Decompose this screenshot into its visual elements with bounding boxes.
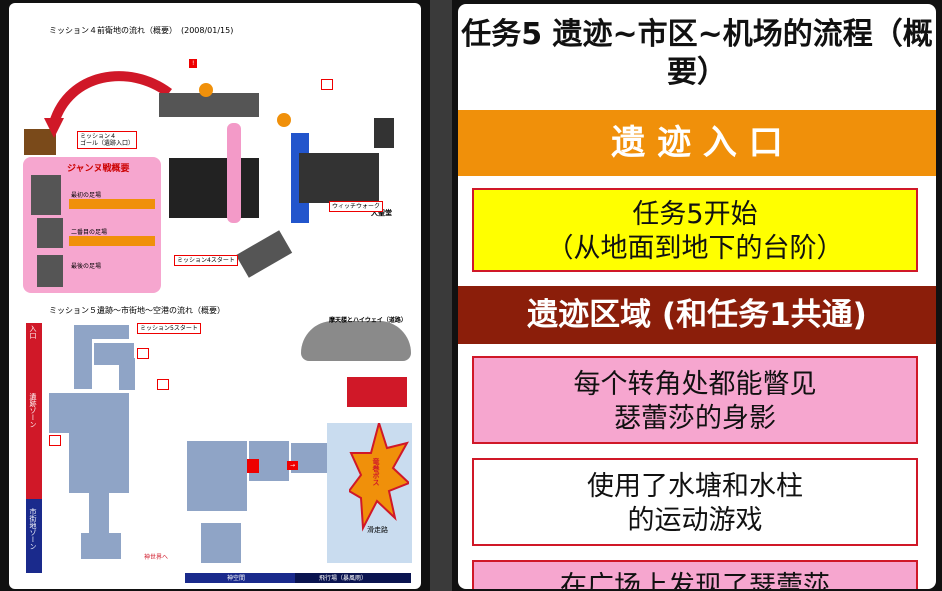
god-area-4: [201, 523, 241, 563]
great-church-label: 大聖堂: [371, 209, 392, 217]
section-ruins-area: 遗迹区域 (和任务1共通): [458, 286, 936, 344]
bridge-label: 摩天楼とハイウェイ（道路）: [329, 317, 407, 324]
to-god-world-label: 神世界へ: [144, 554, 169, 561]
entrance-zone-bar: [26, 323, 42, 383]
great-church-shape: [299, 153, 379, 203]
m5-note-1: [137, 348, 150, 359]
path-5: [89, 493, 109, 533]
mission5-start-label: ミッション5スタート: [137, 323, 201, 334]
god-area-1: [187, 441, 247, 511]
design-document: ミッション４前衛地の流れ（概要） (2008/01/15) ミッション４ ゴール…: [9, 3, 421, 589]
m5-note-3: [49, 435, 62, 446]
map-note-1: [321, 79, 334, 90]
translation-panel: 任务5 遗迹~市区~机场的流程（概要） 遗 迹 入 口 任务5开始 （从地面到地…: [458, 4, 936, 589]
mission4-start-label: ミッション4スタート: [174, 255, 238, 266]
red-arrow-curve: [44, 71, 172, 138]
skyscraper-area: [301, 321, 411, 361]
start-ramp: [235, 230, 293, 278]
city-zone-label: 市街地ゾーン: [29, 508, 37, 550]
entrance-label: 入口: [29, 325, 37, 339]
platform-2: [37, 218, 63, 248]
mission4-title: ミッション４前衛地の流れ（概要） (2008/01/15): [49, 26, 234, 35]
red-block: [247, 459, 259, 473]
runway-label: 滑走路: [367, 526, 388, 534]
first-fight-bar: [69, 199, 155, 209]
mission5-title: ミッション５遺跡～市街地～空港の流れ（概要）: [49, 306, 225, 315]
path-1: [74, 325, 129, 339]
church-building: [169, 158, 259, 218]
ruins-zone-label: 遺跡ゾーン: [29, 393, 37, 428]
platform-3: [37, 255, 63, 287]
first-fight-label: 最初の足場: [71, 192, 102, 199]
platform-1: [31, 175, 61, 215]
goal-block: [24, 129, 56, 155]
blast-1: [199, 83, 213, 97]
card-water-game: 使用了水塘和水柱 的运动游戏: [472, 458, 918, 546]
path-4: [119, 358, 135, 390]
card-mission5-start: 任务5开始 （从地面到地下的台阶）: [472, 188, 918, 272]
airfield-bar: [295, 573, 411, 583]
m5-note-2: [157, 379, 170, 390]
second-fight-label: 二番目の足場: [71, 229, 108, 236]
city-zone-bar: [26, 499, 42, 573]
god-space-label: 神空間: [227, 575, 246, 582]
gate-area: [81, 533, 121, 559]
card-cereza-glimpse: 每个转角处都能瞥见 瑟蕾莎的身影: [472, 356, 918, 444]
panel-title: 任务5 遗迹~市区~机场的流程（概要）: [461, 17, 933, 90]
path-2: [74, 339, 92, 389]
final-fight-label: 最後の足場: [71, 263, 102, 270]
bridge-block: [159, 93, 259, 117]
section-ruins-entrance: 遗 迹 入 口: [458, 110, 936, 176]
dragon-boss-burst: [349, 423, 409, 532]
plaza: [49, 393, 129, 433]
airfield-label: 飛行場（暴風雨）: [319, 575, 368, 582]
hurricane-tag: →: [287, 461, 299, 470]
goal-label: ミッション４ ゴール（遺跡入口）: [77, 131, 138, 149]
church-tower: [374, 118, 394, 148]
witch-walk-label: ウィッチウォーク: [329, 201, 384, 212]
ruins-zone-bar: [26, 383, 42, 499]
pink-pillar: [227, 123, 241, 223]
square-area: [69, 433, 129, 493]
event-tag: !: [189, 59, 198, 68]
boss-note-box: [347, 377, 407, 407]
card-cereza-found: 在广场上发现了瑟蕾莎: [472, 560, 918, 589]
god-space-bar: [185, 573, 295, 583]
dragon-boss-label: 竜巻ボス: [372, 458, 380, 486]
second-fight-bar: [69, 236, 155, 246]
blast-2: [277, 113, 291, 127]
jeanne-fight-title: ジャンヌ戦概要: [67, 164, 130, 174]
